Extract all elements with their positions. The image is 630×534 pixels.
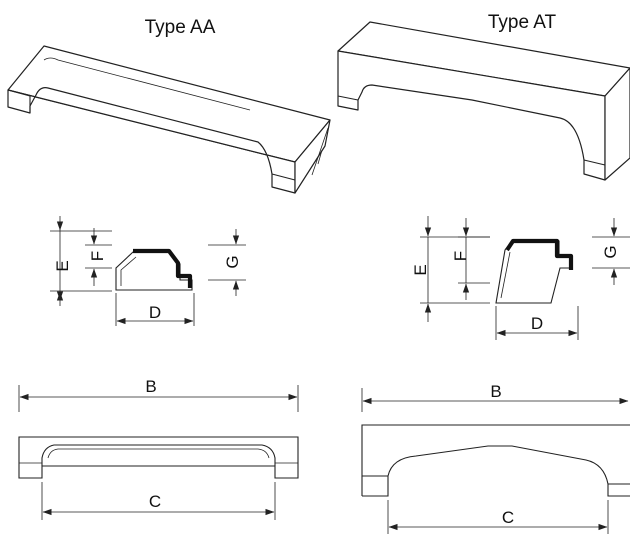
dim-label-e-at: E: [411, 264, 430, 275]
dim-d-aa: D: [115, 293, 195, 326]
type-aa-section: Type AA: [7, 17, 331, 520]
dim-e-aa: E: [50, 216, 112, 306]
type-aa-3d-view: [7, 45, 331, 194]
type-aa-front-face: [7, 87, 296, 194]
type-aa-side-view: [18, 436, 299, 479]
dim-label-d-at: D: [531, 314, 543, 333]
type-at-front-face: [337, 50, 606, 181]
dim-label-e-aa: E: [53, 260, 72, 271]
dim-label-f-aa: F: [88, 251, 107, 261]
type-at-section-thick-edge: [505, 238, 574, 270]
type-at-3d-view: [337, 21, 630, 181]
type-aa-section-body: [115, 251, 193, 291]
dim-c-aa: C: [41, 482, 276, 520]
dim-d-at: D: [495, 306, 579, 340]
dim-label-g-aa: G: [223, 255, 242, 268]
type-aa-end-face: [294, 119, 331, 194]
type-aa-side-outline: [18, 436, 299, 479]
dim-label-c-aa: C: [149, 492, 161, 511]
dim-g-at: G: [592, 218, 630, 285]
dim-label-c-at: C: [502, 508, 514, 527]
type-at-end-face: [604, 67, 630, 181]
type-at-side-outline: [361, 424, 630, 497]
dim-f-at: F: [451, 218, 490, 300]
dim-label-b-aa: B: [145, 377, 156, 396]
dim-f-aa: F: [85, 228, 112, 286]
dim-b-aa: B: [18, 377, 299, 412]
type-aa-section-thick-edge: [133, 248, 193, 288]
type-aa-title: Type AA: [145, 17, 216, 38]
type-aa-cross-section: [115, 248, 193, 291]
type-at-section-body: [495, 240, 573, 304]
dim-b-at: B: [361, 382, 629, 412]
dim-label-b-at: B: [490, 382, 501, 401]
dim-g-aa: G: [208, 229, 246, 296]
dim-label-g-at: G: [601, 245, 620, 258]
dim-c-at: C: [387, 500, 609, 534]
type-aa-top-face: [7, 45, 331, 163]
dim-e-at: E: [411, 216, 490, 322]
dim-label-f-at: F: [451, 251, 470, 261]
type-at-cross-section: [495, 238, 574, 304]
type-at-section: Type AT E F: [337, 12, 630, 534]
type-at-title: Type AT: [488, 12, 557, 33]
dim-label-d-aa: D: [149, 303, 161, 322]
type-at-side-view: [361, 424, 630, 497]
